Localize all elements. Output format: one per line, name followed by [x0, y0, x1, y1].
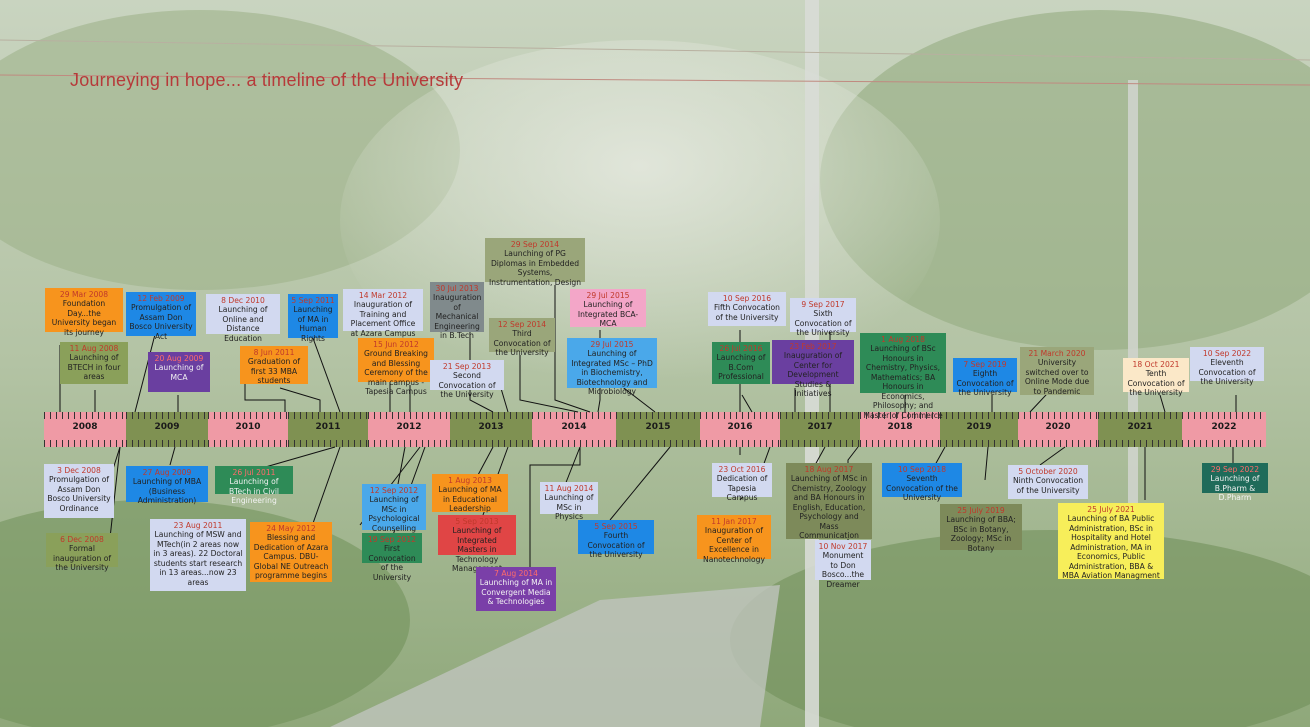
year-segment: 2017 [780, 412, 860, 447]
year-segment: 2016 [700, 412, 780, 447]
year-segment: 2011 [288, 412, 368, 447]
year-segment: 2020 [1018, 412, 1098, 447]
page-title: Journeying in hope... a timeline of the … [70, 70, 464, 90]
year-segment: 2010 [208, 412, 288, 447]
year-segment: 2021 [1098, 412, 1182, 447]
year-segment: 2015 [616, 412, 700, 447]
year-segment: 2018 [860, 412, 940, 447]
year-segment: 2012 [368, 412, 450, 447]
year-segment: 2014 [532, 412, 616, 447]
year-segment: 2019 [940, 412, 1018, 447]
year-segment: 2013 [450, 412, 532, 447]
year-segment: 2008 [44, 412, 126, 447]
year-segment: 2009 [126, 412, 208, 447]
year-segment: 2022 [1182, 412, 1266, 447]
